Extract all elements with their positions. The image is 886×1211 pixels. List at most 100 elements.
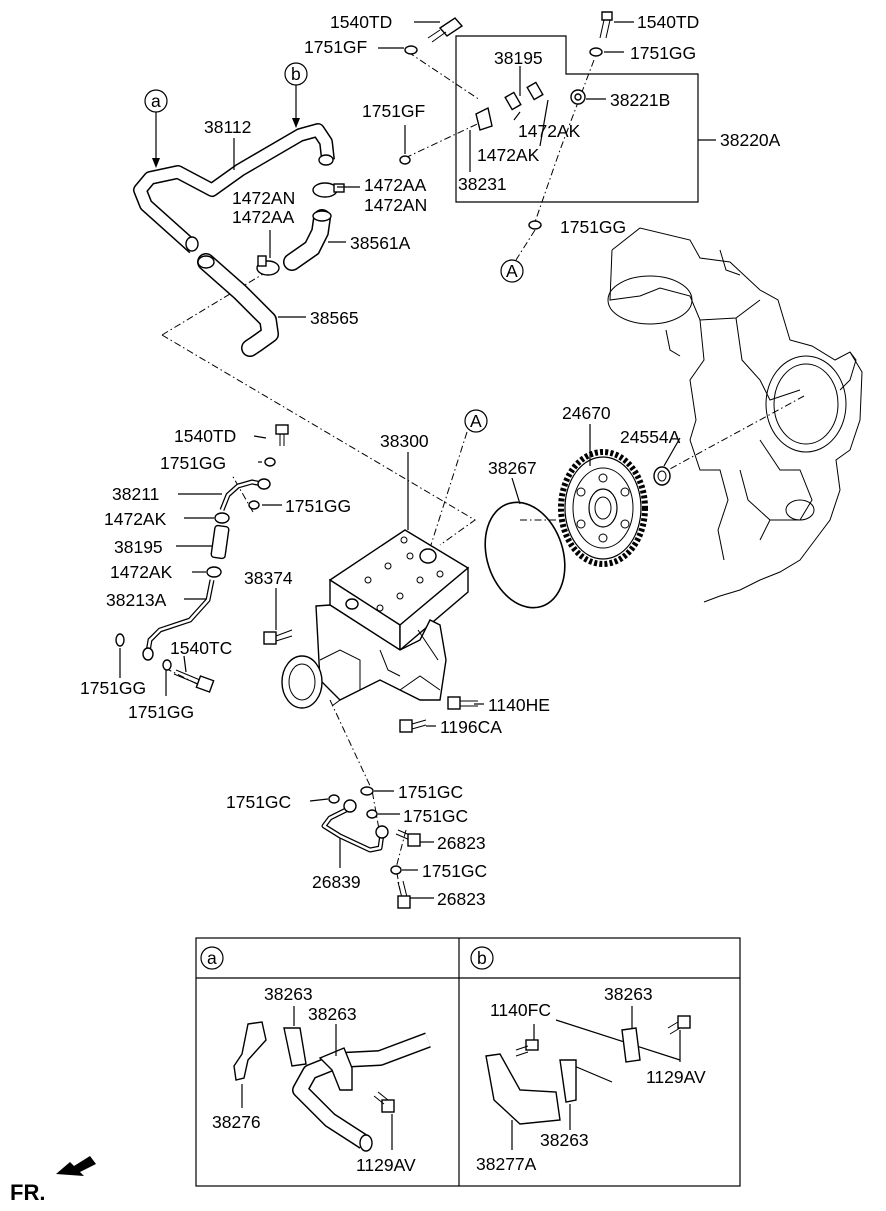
inset-a-label-38263-2: 38263 [308, 1004, 357, 1024]
label-1472AK-low1: 1472AK [104, 509, 167, 529]
inset-a-drawing [233, 1006, 431, 1152]
label-1540TD-right: 1540TD [637, 12, 699, 32]
breather-pipe-assembly [469, 74, 586, 131]
callout-A-top [500, 259, 524, 283]
engine-block [607, 227, 863, 603]
washer-1751GF-top [404, 45, 418, 55]
washer-1751GC-2 [328, 794, 340, 804]
label-1751GG-low2: 1751GG [285, 496, 351, 516]
label-38211: 38211 [112, 484, 159, 504]
callout-b-top [284, 62, 308, 128]
gasket-38267 [484, 501, 566, 609]
label-38565: 38565 [310, 308, 359, 328]
label-38221B: 38221B [610, 90, 670, 110]
label-1751GG-top: 1751GG [630, 43, 696, 63]
leader-lines [119, 21, 681, 899]
label-1751GG-low3: 1751GG [80, 678, 146, 698]
bolt-1540TC [173, 669, 215, 693]
bolt-38374 [263, 629, 293, 645]
callout-letter-A-mid: A [470, 411, 482, 431]
pipe-38213A [142, 579, 215, 661]
gear-24670 [558, 449, 648, 567]
label-26823-1: 26823 [437, 833, 486, 853]
bolt-1540TD-top [427, 17, 464, 43]
label-1140HE: 1140HE [488, 695, 550, 715]
label-1472AN-left: 1472AN [232, 188, 295, 208]
label-1751GC-2: 1751GC [226, 792, 291, 812]
front-arrow-icon [56, 1156, 96, 1176]
label-1472AK-b: 1472AK [477, 145, 540, 165]
hose-38565 [197, 253, 279, 357]
washer-1751GG-low4 [162, 659, 172, 671]
label-1540TC: 1540TC [170, 638, 232, 658]
label-1751GG-mid: 1751GG [560, 217, 626, 237]
label-26823-2: 26823 [437, 889, 486, 909]
clamp-1472AA-left [256, 255, 280, 276]
label-1751GF-top: 1751GF [304, 37, 367, 57]
inset-b-label-38263-1: 38263 [604, 984, 653, 1004]
callout-a-top [144, 89, 168, 168]
pipe-38211 [219, 478, 271, 511]
clamp-1472AA-right [312, 182, 345, 198]
inset-b-label-38277A: 38277A [476, 1154, 537, 1174]
callout-A-mid [464, 409, 488, 433]
air-compressor-38300 [281, 529, 470, 709]
callout-letter-A-top: A [506, 261, 518, 281]
label-38231: 38231 [458, 174, 507, 194]
assembly-bracket-38220A [455, 35, 699, 203]
label-38561A: 38561A [350, 233, 411, 253]
nut-24554A [653, 466, 671, 486]
inset-table [195, 937, 741, 1187]
label-26839: 26839 [312, 872, 361, 892]
label-38195-top: 38195 [494, 48, 543, 68]
inset-a-label-38263-1: 38263 [264, 984, 313, 1004]
callout-letter-a-box: a [207, 948, 217, 968]
bolt-1540TD-low [275, 424, 289, 446]
label-1472AA-right: 1472AA [364, 175, 427, 195]
callout-letter-a-top: a [151, 91, 161, 111]
label-1540TD-top: 1540TD [330, 12, 392, 32]
bolt-1540TD-right [599, 11, 613, 39]
label-1540TD-low: 1540TD [174, 426, 236, 446]
label-38213A: 38213A [106, 590, 167, 610]
label-1472AA-left: 1472AA [232, 207, 295, 227]
inset-a-label-1129AV: 1129AV [356, 1155, 416, 1175]
label-38267: 38267 [488, 458, 537, 478]
pipe-26839 [321, 799, 389, 853]
hose-38195-low [210, 524, 230, 560]
label-38112: 38112 [204, 117, 251, 137]
clamp-1472AK-low2 [206, 566, 222, 578]
washer-1751GG-low3 [115, 633, 125, 647]
label-38374: 38374 [244, 568, 293, 588]
label-1751GC-4: 1751GC [422, 861, 487, 881]
label-24554A: 24554A [620, 427, 681, 447]
label-1751GG-low1: 1751GG [160, 453, 226, 473]
callout-letter-b-top: b [291, 64, 301, 84]
label-1751GC-1: 1751GC [398, 782, 463, 802]
label-24670: 24670 [562, 403, 611, 423]
label-1751GF-mid: 1751GF [362, 101, 425, 121]
label-1751GG-low4: 1751GG [128, 702, 194, 722]
label-1751GC-3: 1751GC [403, 806, 468, 826]
washer-1751GC-4 [390, 865, 402, 875]
washer-1751GG-low2 [248, 500, 260, 510]
bolt-1140HE [447, 696, 478, 710]
label-1472AN-right: 1472AN [364, 195, 427, 215]
inset-a-label-38276: 38276 [212, 1112, 261, 1132]
label-38195-low: 38195 [114, 537, 163, 557]
inset-b-label-38263-2: 38263 [540, 1130, 589, 1150]
bolt-26823-1 [395, 829, 421, 847]
washer-1751GF-mid [399, 155, 411, 165]
washer-1751GC-3 [366, 809, 378, 819]
washer-1751GG-low1 [264, 457, 276, 467]
clamp-1472AK-low1 [214, 512, 230, 524]
label-38300: 38300 [380, 431, 429, 451]
washer-1751GC-1 [360, 786, 374, 796]
washer-1751GG-top [589, 47, 603, 57]
hose-38112 [133, 123, 335, 254]
label-1472AK-low2: 1472AK [110, 562, 173, 582]
washer-1751GG-mid [528, 220, 542, 230]
hose-38561A [283, 209, 332, 271]
label-1196CA: 1196CA [440, 717, 502, 737]
label-1472AK-a: 1472AK [518, 121, 581, 141]
